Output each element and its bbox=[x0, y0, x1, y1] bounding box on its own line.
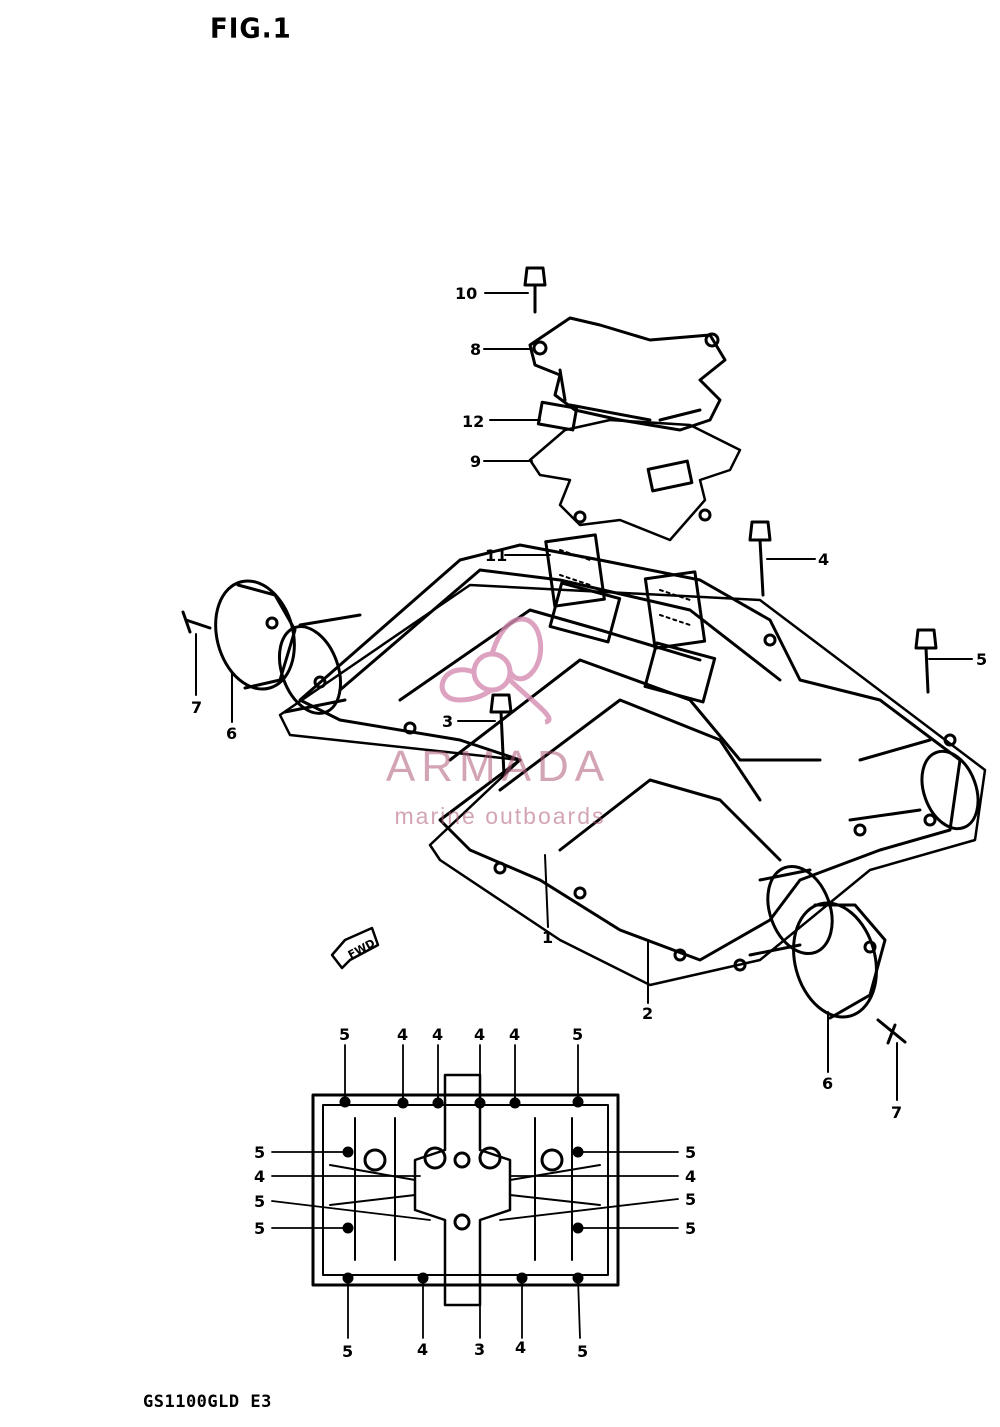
plan-top-label: 4 bbox=[509, 1025, 520, 1044]
plan-view bbox=[271, 1044, 679, 1339]
plan-top-label: 5 bbox=[339, 1025, 350, 1044]
plan-bottom-label: 3 bbox=[474, 1340, 485, 1359]
plan-bottom-label: 5 bbox=[342, 1342, 353, 1361]
callout-11: 11 bbox=[485, 546, 507, 565]
cap-left bbox=[214, 579, 297, 691]
callout-leaders bbox=[195, 292, 973, 1101]
cap-right bbox=[792, 901, 887, 1020]
watermark-logo-icon bbox=[439, 616, 552, 725]
fwd-label: FWD bbox=[346, 937, 378, 962]
callout-7-right: 7 bbox=[891, 1103, 902, 1122]
plan-left-label: 5 bbox=[254, 1143, 265, 1162]
watermark-brand: ARMADA bbox=[385, 742, 611, 791]
callout-6-left: 6 bbox=[226, 724, 237, 743]
breather-gasket bbox=[528, 418, 742, 542]
plan-left-label: 4 bbox=[254, 1167, 265, 1186]
plan-left-label: 5 bbox=[254, 1192, 265, 1211]
plan-left-label: 5 bbox=[254, 1219, 265, 1238]
plan-right-label: 4 bbox=[685, 1167, 696, 1186]
plan-top-label: 4 bbox=[474, 1025, 485, 1044]
screw-right bbox=[876, 1018, 907, 1045]
plan-bottom-label: 4 bbox=[417, 1340, 428, 1359]
plan-top-label: 5 bbox=[572, 1025, 583, 1044]
cushion-12 bbox=[536, 400, 579, 432]
callout-4: 4 bbox=[818, 550, 829, 569]
callout-9: 9 bbox=[470, 452, 481, 471]
callout-12: 12 bbox=[462, 412, 484, 431]
fwd-arrow bbox=[330, 926, 380, 970]
callout-7-left: 7 bbox=[191, 698, 202, 717]
plan-bottom-label: 4 bbox=[515, 1338, 526, 1357]
cylinder-head-cover bbox=[278, 543, 987, 987]
callout-10: 10 bbox=[455, 284, 477, 303]
plan-bottom-label: 5 bbox=[577, 1342, 588, 1361]
watermark-tagline: marine outboards bbox=[394, 803, 606, 829]
bolt-4 bbox=[748, 520, 772, 597]
plan-right-label: 5 bbox=[685, 1143, 696, 1162]
callout-5: 5 bbox=[976, 650, 987, 669]
callout-2: 2 bbox=[642, 1004, 653, 1023]
callout-3: 3 bbox=[442, 712, 453, 731]
bolt-5 bbox=[914, 628, 938, 694]
plan-right-label: 5 bbox=[685, 1219, 696, 1238]
plan-right-label: 5 bbox=[685, 1190, 696, 1209]
cushion-11 bbox=[544, 533, 707, 650]
screw-left bbox=[181, 610, 212, 634]
bolt-10 bbox=[523, 266, 547, 314]
figure-title: FIG.1 bbox=[210, 13, 292, 45]
plan-top-label: 4 bbox=[397, 1025, 408, 1044]
plan-top-label: 4 bbox=[432, 1025, 443, 1044]
callout-6-right: 6 bbox=[822, 1074, 833, 1093]
callout-8: 8 bbox=[470, 340, 481, 359]
callout-1: 1 bbox=[542, 928, 553, 947]
bolt-3 bbox=[489, 693, 513, 777]
breather-cover bbox=[528, 316, 727, 432]
model-code: GS1100GLD E3 bbox=[143, 1392, 272, 1412]
